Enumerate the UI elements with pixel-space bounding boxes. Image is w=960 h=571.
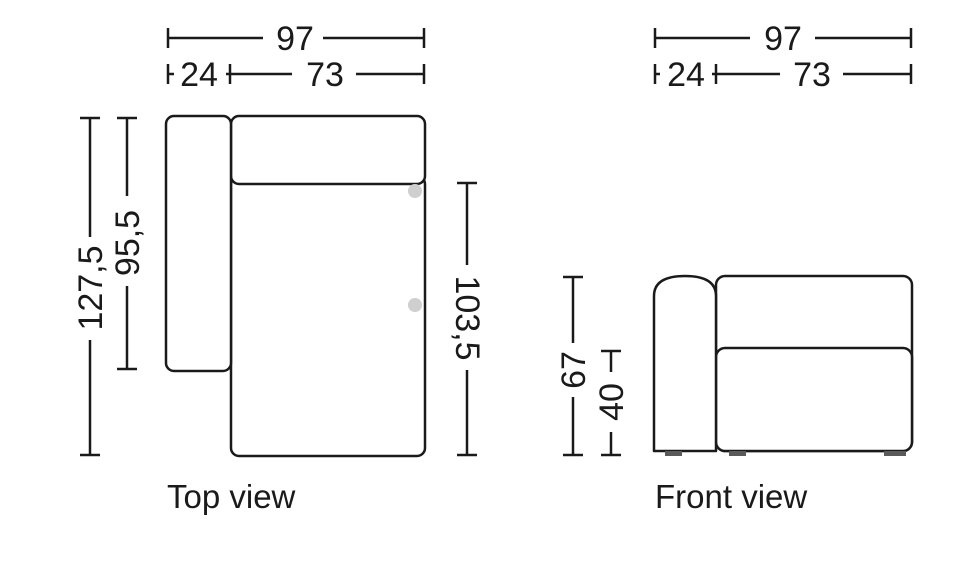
seat-cushion-outline bbox=[229, 174, 427, 458]
top-depth-seat-label: 103,5 bbox=[448, 275, 486, 360]
top-depth-arm-label: 95,5 bbox=[109, 210, 147, 276]
top-view: 97 24 73 127,5 95,5 bbox=[72, 20, 486, 515]
front-view-caption: Front view bbox=[655, 478, 807, 515]
top-depth-arm-dimension: 95,5 bbox=[109, 116, 147, 371]
top-width-total-label: 97 bbox=[276, 20, 314, 58]
armrest-outline bbox=[652, 274, 718, 453]
front-height-seat-label: 40 bbox=[593, 383, 631, 421]
sofa-foot bbox=[884, 451, 906, 456]
top-width-seat-label: 73 bbox=[306, 56, 344, 94]
top-width-split-dimension: 24 73 bbox=[166, 56, 426, 94]
seam-marker bbox=[408, 298, 422, 312]
backrest-outline bbox=[229, 114, 427, 186]
seam-marker bbox=[408, 184, 422, 198]
front-height-total-dimension: 67 bbox=[555, 275, 593, 457]
top-view-sofa-outline bbox=[164, 114, 427, 458]
front-width-total-dimension: 97 bbox=[653, 20, 913, 58]
front-width-split-dimension: 24 73 bbox=[653, 56, 913, 94]
front-width-total-label: 97 bbox=[764, 20, 802, 58]
sofa-foot bbox=[665, 451, 682, 456]
top-width-arm-label: 24 bbox=[180, 56, 218, 94]
front-width-seat-label: 73 bbox=[793, 56, 831, 94]
top-width-total-dimension: 97 bbox=[166, 20, 426, 58]
front-view: 97 24 73 67 40 bbox=[555, 20, 914, 515]
armrest-outline bbox=[164, 114, 233, 373]
seat-cushion-outline bbox=[714, 346, 914, 453]
front-height-total-label: 67 bbox=[555, 351, 593, 389]
top-view-caption: Top view bbox=[167, 478, 296, 515]
front-height-seat-dimension: 40 bbox=[593, 349, 631, 457]
front-width-arm-label: 24 bbox=[667, 56, 705, 94]
front-view-sofa-outline bbox=[652, 274, 914, 456]
top-depth-total-dimension: 127,5 bbox=[72, 116, 110, 457]
top-depth-total-label: 127,5 bbox=[72, 245, 110, 330]
top-depth-seat-dimension: 103,5 bbox=[448, 181, 486, 457]
sofa-foot bbox=[729, 451, 746, 456]
